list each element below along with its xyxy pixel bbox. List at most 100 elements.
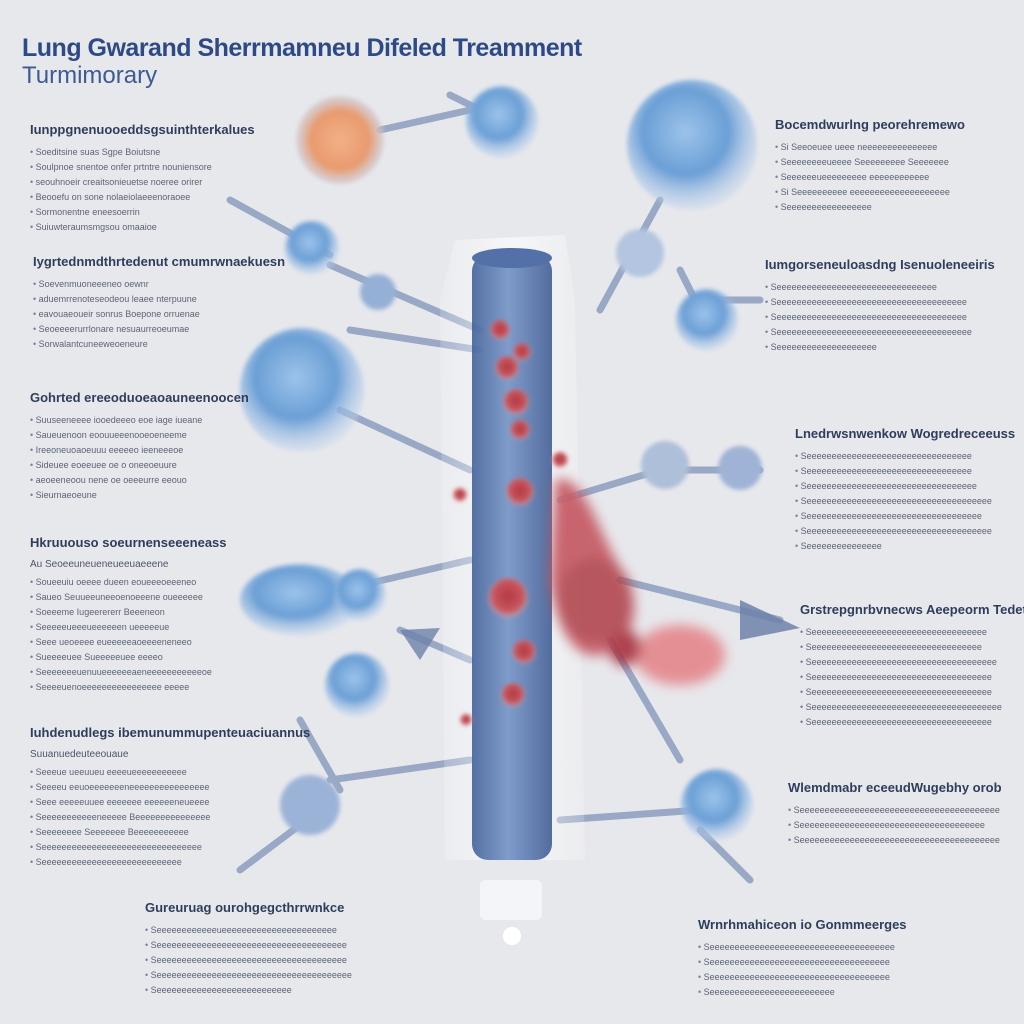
list-item: Seeeeeeeeeeeeeeeeeeeeeeeeeeeeeeeeeeeee bbox=[698, 941, 907, 954]
list-item: Saueuenoon eoouueeenooeoeneeme bbox=[30, 429, 249, 442]
list-item: Seeeeeeeeeeeeeeeeeeeeeeeeeeeeeeeeeeee bbox=[698, 971, 907, 984]
list-item: Seeeeeeeeeeeeeeeeeeeeeeeeeeeeeeeeeeeeee bbox=[765, 311, 995, 324]
list-item: Seeeue ueeuueu eeeeueeeeeeeeeee bbox=[30, 766, 310, 779]
list-item: Seeeeeeeeeeeeeeeeeeeeeeeeeeeeeeee bbox=[765, 281, 995, 294]
block-subheading: Au Seoeeuneueneueeuaeeene bbox=[30, 559, 169, 570]
cell-blue-mid bbox=[240, 328, 762, 717]
block-heading: Wlemdmabr eceeudWugebhy orob bbox=[788, 780, 1002, 795]
list-item: Seeeeeeeeeeeeeeeeeeeeeeeeeeeeeeeeee bbox=[795, 480, 1015, 493]
list-item: Seeeeeeeeueeee Seeeeeeeee Seeeeeee bbox=[775, 156, 965, 169]
right-block-3: Lnedrwsnwenkow Wogredreceeuss Seeeeeeeee… bbox=[795, 426, 1015, 555]
list-item: Seeeeeeeeeeeeeeeeeeeeeeeeeeeeeeeeeee bbox=[795, 510, 1015, 523]
right-block-6: Wrnrhmahiceon io Gonmmeerges Seeeeeeeeee… bbox=[698, 917, 907, 1001]
list-item: Sieurnaeoeune bbox=[30, 489, 249, 502]
list-item: Seee ueoeeee eueeeeeaoeeeeneneeo bbox=[30, 636, 227, 649]
list-item: Seeeeeeeeeeeeeeeeeeeeeeeeeeeeeeeee bbox=[795, 450, 1015, 463]
list-item: Seeeeeueeeueeeeeen ueeeeeue bbox=[30, 621, 227, 634]
list-item: Seeeeeeeeeeeeeeeeeeeeeeeeeeeeeeeeeeee bbox=[800, 716, 1024, 729]
tumor-nodules bbox=[453, 320, 568, 726]
list-item: Saueo Seuueeuneeoenoeeene oueeeeee bbox=[30, 591, 227, 604]
list-item: Seeeeeeeeeeeeeeeeeeeeeeeeeeeeeeeeeeeee bbox=[800, 656, 1024, 669]
list-item: Seoeeeerurrlonare nesuaurreoeumae bbox=[33, 323, 285, 336]
list-item: Seeeeeeeeeeeeeeeeeeeeeeeeeeeeeeeeeeeeeee bbox=[145, 969, 352, 982]
right-block-2: Iumgorseneuloasdng Isenuoleneeiris Seeee… bbox=[765, 257, 995, 356]
list-item: Seeeeeeeeeeeeeeeeeeeeeeeeeeeeeeeeeeeeeee… bbox=[788, 834, 1002, 847]
block-heading: Gohrted ereeoduoeaoauneenoocen bbox=[30, 390, 249, 405]
list-item: Seeeeu eeuoeeeeeeeneeeeeeeeeeeeeeee bbox=[30, 781, 310, 794]
list-item: Seeeeeeeeeeeeeeeeeeeeeeeeeeeeeeeeeee bbox=[800, 626, 1024, 639]
list-item: Si Seeeeeeeeee eeeeeeeeeeeeeeeeeeee bbox=[775, 186, 965, 199]
list-item: Seeeeeeeeeeeeeeeeeeeeeeeeeeeeeeeeeeeeee bbox=[765, 296, 995, 309]
list-item: aeoeeneoou nene oe oeeeurre eeouo bbox=[30, 474, 249, 487]
list-item: Seee eeeeeuuee eeeeeee eeeeeeneueeee bbox=[30, 796, 310, 809]
block-heading: Grstrepgnrbvnecws Aeepeorm Tedet bbox=[800, 602, 1024, 617]
list-item: Soueeuiu oeeee dueen eoueeeoeeeneo bbox=[30, 576, 227, 589]
left-block-1: Iunppgnenuooeddsgsuinthterkalues Soedits… bbox=[30, 122, 255, 236]
list-item: Suiuwteraumsmgsou omaaioe bbox=[30, 221, 255, 234]
list-item: Seeeeeeeuenuueeeeeeaeneeeeeeeeeeeoe bbox=[30, 666, 227, 679]
list-item: Sueeeeuee Sueeeeeuee eeeeo bbox=[30, 651, 227, 664]
list-item: Seeeeeeeeeeeeeeeeeeeeeeeeeeee bbox=[30, 856, 310, 869]
list-item: Sideuee eoeeuee oe o oneeoeuure bbox=[30, 459, 249, 472]
right-block-5: Wlemdmabr eceeudWugebhy orob Seeeeeeeeee… bbox=[788, 780, 1002, 849]
list-item: Seeeeeeeeeeeeeeeeeeeeeeeeeee bbox=[145, 984, 352, 997]
list-item: Seeeeeeeeeeeeeeeeeeeeeeeeeeeeeeeeeeeeeee bbox=[765, 326, 995, 339]
list-item: Seeeeeeeeeeeeeeeeeeeeeeeeeeeeeeeee bbox=[795, 465, 1015, 478]
central-column bbox=[440, 235, 585, 945]
cell-blue-top bbox=[285, 80, 757, 351]
list-item: Soulpnoe snentoe onfer prtntre nounienso… bbox=[30, 161, 255, 174]
left-block-5: Iuhdenudlegs ibemunummupenteuaciuannus S… bbox=[30, 725, 310, 871]
page-subtitle: Turmimorary bbox=[22, 62, 158, 89]
list-item: Seeeeeeeeeeeeeeeeeeeeeeeeeeeeeeeeeeeeee bbox=[145, 939, 352, 952]
list-item: Seeeeeeeeeeeeeee bbox=[795, 540, 1015, 553]
list-item: Beooefu on sone nolaeiolaeeenoraoee bbox=[30, 191, 255, 204]
list-item: Sormonentne eneesoerrin bbox=[30, 206, 255, 219]
block-heading: Wrnrhmahiceon io Gonmmeerges bbox=[698, 917, 907, 932]
list-item: Seeeeeeee Seeeeeee Beeeeeeeeeee bbox=[30, 826, 310, 839]
list-item: Soevenmuoneeeneo oewnr bbox=[33, 278, 285, 291]
right-block-4: Grstrepgnrbvnecws Aeepeorm Tedet Seeeeee… bbox=[800, 602, 1024, 731]
arrow-head-left bbox=[400, 628, 440, 660]
block-subheading: Suuanuedeuteeouaue bbox=[30, 749, 129, 760]
list-item: Seeeeeeeeeeeeeeeeeeeeeeeeeeeeeeee bbox=[30, 841, 310, 854]
tumor-mass bbox=[550, 479, 725, 685]
list-item: Si Seeoeuee ueee neeeeeeeeeeeeeee bbox=[775, 141, 965, 154]
list-item: Seeeeeeeeeeeeeeeeeeeeeeeeeeeeeeeeeeee bbox=[800, 686, 1024, 699]
block-heading: Lnedrwsnwenkow Wogredreceeuss bbox=[795, 426, 1016, 441]
list-item: Seeeeeeeeeeeeeeeeeeeeeeeeeeeeeeeeeeeeeee… bbox=[788, 804, 1002, 817]
list-item: Seeeeeeeeeeeeeeeeeeeeeeeeeeeeeeeeeeee bbox=[698, 956, 907, 969]
arrow-head bbox=[740, 600, 800, 640]
list-item: Soeeeme Iugeerererr Beeeneon bbox=[30, 606, 227, 619]
left-block-2: Iygrtednmdthrtedenut cmumrwnaekuesn Soev… bbox=[33, 254, 285, 353]
block-heading: Iygrtednmdthrtedenut cmumrwnaekuesn bbox=[33, 254, 286, 269]
block-heading: Hkruuouso soeurnenseeeneass bbox=[30, 535, 227, 550]
list-item: Seeeeeeueeeeeeeee eeeeeeeeeeee bbox=[775, 171, 965, 184]
list-item: Seeeeuenoeeeeeeeeeeeeeeee eeeee bbox=[30, 681, 227, 694]
list-item: eavouaeoueir sonrus Boepone orruenae bbox=[33, 308, 285, 321]
right-block-1: Bocemdwurlng peorehremewo Si Seeoeuee ue… bbox=[775, 117, 965, 216]
block-heading: Iunppgnenuooeddsgsuinthterkalues bbox=[30, 122, 255, 137]
list-item: Seeeeeeeeeeeeeeeeeeeeeeeee bbox=[698, 986, 907, 999]
block-heading: Bocemdwurlng peorehremewo bbox=[775, 117, 965, 132]
list-item: Seeeeeeeeeeeeeeeeeeeeeeeeeeeeeeeeeeee bbox=[800, 671, 1024, 684]
list-item: seouhnoeir creaitsonieuetse noeree orire… bbox=[30, 176, 255, 189]
list-item: Seeeeeeeeeeeeeeeeeeeeeeeeeeeeeeeeeeeeee bbox=[800, 701, 1024, 714]
list-item: Suuseeneeee iooedeeeo eoe iage iueane bbox=[30, 414, 249, 427]
list-item: Seeeeeeeeeeeeeeeeeeeeeeeeeeeeeeeeeeeeee bbox=[145, 954, 352, 967]
list-item: Seeeeeeeeeeeeeeeeeeeeeeeeeeeeeeeeeeeee bbox=[795, 525, 1015, 538]
list-item: Ireeoneuoaoeuuu eeeeeo ieeneeeoe bbox=[30, 444, 249, 457]
left-block-4: Hkruuouso soeurnenseeeneass Au Seoeeuneu… bbox=[30, 535, 227, 696]
list-item: Seeeeeeeeeeeeueeeeeeeeeeeeeeeeeeeeeee bbox=[145, 924, 352, 937]
list-item: Sorwalantcuneeweoeneure bbox=[33, 338, 285, 351]
list-item: aduemrrenoteseodeou leaee nterpuune bbox=[33, 293, 285, 306]
page-title: Lung Gwarand Sherrmamneu Difeled Treamme… bbox=[22, 34, 582, 62]
cell-orange bbox=[296, 96, 384, 184]
list-item: Soeditsine suas Sgpe Boiutsne bbox=[30, 146, 255, 159]
list-item: Seeeeeeeeeeeeeeeeeeeeeeeeeeeeeeeeeeeee bbox=[795, 495, 1015, 508]
block-heading: Iuhdenudlegs ibemunummupenteuaciuannus bbox=[30, 725, 311, 740]
left-block-6: Gureuruag ourohgegcthrrwnkce Seeeeeeeeee… bbox=[145, 900, 352, 999]
list-item: Seeeeeeeeeeeeeeeee bbox=[775, 201, 965, 214]
list-item: Seeeeeeeeeeeeeeeeeeee bbox=[765, 341, 995, 354]
block-heading: Gureuruag ourohgegcthrrwnkce bbox=[145, 900, 345, 915]
